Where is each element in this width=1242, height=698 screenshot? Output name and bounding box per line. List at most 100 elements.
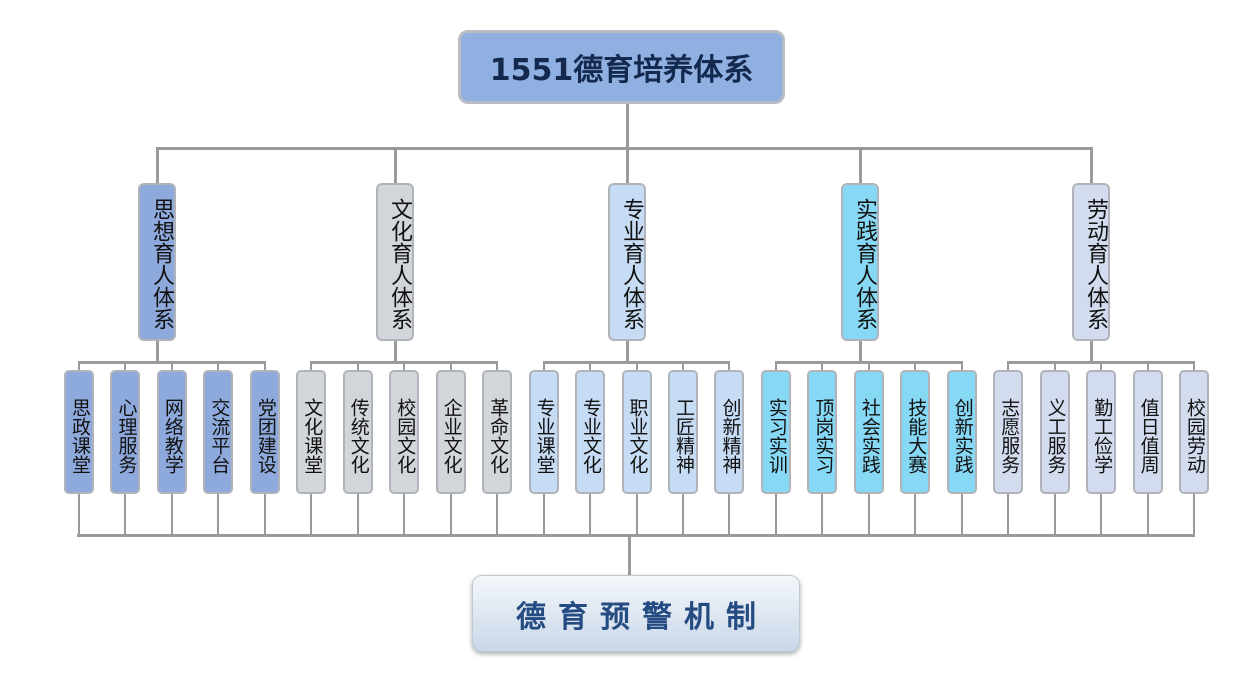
leaf-connector	[263, 361, 266, 371]
leaf-bottom-connector	[728, 492, 731, 536]
leaf-connector	[170, 361, 173, 371]
leaf-bottom-connector	[774, 492, 777, 536]
leaf-node: 勤工俭学	[1086, 370, 1117, 494]
leaf-node: 文化课堂	[296, 370, 327, 494]
leaf-connector	[728, 361, 731, 371]
leaf-bottom-connector	[681, 492, 684, 536]
subgroup-bus-line	[78, 361, 266, 364]
leaf-connector	[681, 361, 684, 371]
leaf-node: 专业文化	[575, 370, 606, 494]
leaf-node: 顶岗实习	[807, 370, 838, 494]
leaf-node: 交流平台	[203, 370, 234, 494]
leaf-bottom-connector	[124, 492, 127, 536]
bottom-bus-line	[77, 534, 1195, 537]
category-connector	[394, 147, 397, 184]
subgroup-bus-line	[310, 361, 499, 364]
leaf-bottom-connector	[263, 492, 266, 536]
leaf-bottom-connector	[310, 492, 313, 536]
leaf-node: 工匠精神	[667, 370, 698, 494]
leaf-connector	[1100, 361, 1103, 371]
leaf-node: 传统文化	[342, 370, 373, 494]
leaf-node: 义工服务	[1039, 370, 1070, 494]
leaf-bottom-connector	[78, 492, 80, 536]
category-down-connector	[626, 341, 629, 363]
leaf-bottom-connector	[496, 492, 499, 536]
leaf-connector	[821, 361, 824, 371]
subgroup-bus-line	[1007, 361, 1196, 364]
leaf-node: 专业课堂	[528, 370, 559, 494]
leaf-bottom-connector	[356, 492, 359, 536]
leaf-bottom-connector	[960, 492, 963, 536]
root-node: 1551德育培养体系	[458, 30, 785, 104]
leaf-connector	[217, 361, 220, 371]
leaf-connector	[914, 361, 917, 371]
leaf-node: 网络教学	[156, 370, 187, 494]
leaf-node: 革命文化	[482, 370, 513, 494]
leaf-node: 志愿服务	[993, 370, 1024, 494]
leaf-bottom-connector	[914, 492, 917, 536]
leaf-connector	[496, 361, 499, 371]
category-node: 思想育人体系	[138, 183, 176, 341]
category-node: 实践育人体系	[841, 183, 879, 341]
leaf-node: 创新精神	[714, 370, 745, 494]
leaf-connector	[867, 361, 870, 371]
leaf-node: 创新实践	[946, 370, 977, 494]
leaf-node: 实习实训	[760, 370, 791, 494]
leaf-bottom-connector	[1100, 492, 1103, 536]
leaf-bottom-connector	[1146, 492, 1149, 536]
leaf-connector	[124, 361, 127, 371]
leaf-connector	[356, 361, 359, 371]
category-connector	[1090, 147, 1093, 184]
leaf-connector	[1053, 361, 1056, 371]
leaf-bottom-connector	[1053, 492, 1056, 536]
bottom-connector	[628, 534, 631, 576]
leaf-node: 职业文化	[621, 370, 652, 494]
leaf-node: 技能大赛	[900, 370, 931, 494]
category-node: 文化育人体系	[376, 183, 414, 341]
category-bus-line	[156, 147, 1093, 150]
leaf-bottom-connector	[217, 492, 220, 536]
leaf-bottom-connector	[635, 492, 638, 536]
leaf-node: 社会实践	[853, 370, 884, 494]
leaf-node: 党团建设	[249, 370, 280, 494]
leaf-connector	[1146, 361, 1149, 371]
leaf-connector	[78, 361, 80, 371]
leaf-bottom-connector	[821, 492, 824, 536]
warning-mechanism-node: 德育预警机制	[472, 575, 800, 652]
category-connector	[859, 147, 862, 184]
leaf-node: 企业文化	[435, 370, 466, 494]
leaf-bottom-connector	[589, 492, 592, 536]
leaf-connector	[635, 361, 638, 371]
leaf-connector	[1007, 361, 1010, 371]
leaf-node: 值日值周	[1132, 370, 1163, 494]
leaf-connector	[589, 361, 592, 371]
leaf-bottom-connector	[449, 492, 452, 536]
subgroup-bus-line	[542, 361, 731, 364]
leaf-node: 校园文化	[389, 370, 420, 494]
subgroup-bus-line	[774, 361, 963, 364]
root-connector	[626, 104, 629, 149]
leaf-bottom-connector	[170, 492, 173, 536]
leaf-bottom-connector	[1007, 492, 1010, 536]
category-down-connector	[1090, 341, 1093, 363]
leaf-connector	[1193, 361, 1196, 371]
leaf-node: 思政课堂	[64, 370, 94, 494]
leaf-node: 心理服务	[110, 370, 141, 494]
category-connector	[626, 147, 629, 184]
category-down-connector	[859, 341, 862, 363]
leaf-connector	[310, 361, 313, 371]
category-down-connector	[156, 341, 159, 363]
leaf-bottom-connector	[542, 492, 545, 536]
leaf-connector	[403, 361, 406, 371]
leaf-connector	[449, 361, 452, 371]
leaf-node: 校园劳动	[1179, 370, 1210, 494]
leaf-bottom-connector	[867, 492, 870, 536]
leaf-connector	[542, 361, 545, 371]
category-connector	[156, 147, 159, 184]
category-down-connector	[394, 341, 397, 363]
category-node: 专业育人体系	[608, 183, 646, 341]
leaf-bottom-connector	[1193, 492, 1196, 536]
leaf-connector	[774, 361, 777, 371]
category-node: 劳动育人体系	[1072, 183, 1110, 341]
